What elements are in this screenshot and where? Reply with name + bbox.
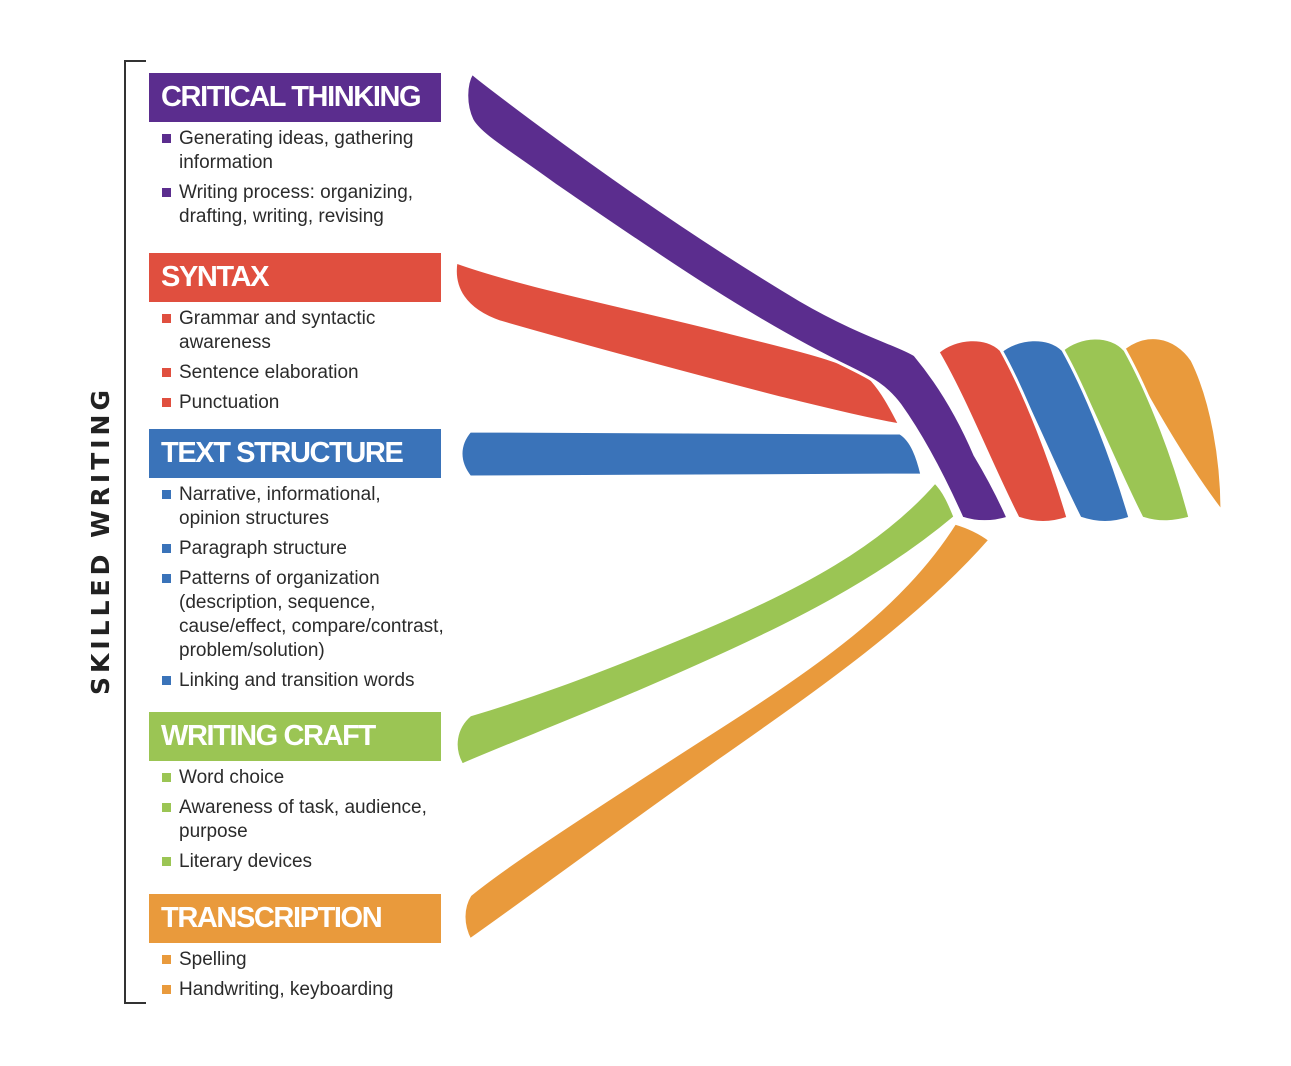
strand-critical-thinking: CRITICAL THINKING Generating ideas, gath… (149, 73, 441, 235)
list-item: Sentence elaboration (149, 361, 441, 385)
list-item: Punctuation (149, 391, 441, 415)
strand-items-syntax: Grammar and syntactic awareness Sentence… (149, 307, 441, 415)
strand-items-writing-craft: Word choice Awareness of task, audience,… (149, 766, 441, 874)
list-item: Handwriting, keyboarding (149, 978, 441, 1002)
bullet-icon (162, 574, 171, 583)
bullet-icon (162, 188, 171, 197)
strand-writing-craft: WRITING CRAFT Word choice Awareness of t… (149, 712, 441, 880)
bullet-icon (162, 773, 171, 782)
bullet-icon (162, 985, 171, 994)
bullet-icon (162, 490, 171, 499)
list-item: Linking and transition words (149, 669, 471, 693)
list-item: Generating ideas, gathering information (149, 127, 429, 175)
rope-braid-blue (998, 338, 1132, 524)
strand-items-text-structure: Narrative, informational, opinion struct… (149, 483, 444, 693)
bullet-icon (162, 314, 171, 323)
rope-strand-purple (465, 71, 1010, 524)
bullet-icon (162, 544, 171, 553)
rope-strand-blue (459, 429, 924, 479)
strand-title-writing-craft: WRITING CRAFT (149, 712, 441, 761)
strand-transcription: TRANSCRIPTION Spelling Handwriting, keyb… (149, 894, 441, 1008)
bullet-icon (162, 676, 171, 685)
strand-title-transcription: TRANSCRIPTION (149, 894, 441, 943)
bullet-icon (162, 368, 171, 377)
strand-syntax: SYNTAX Grammar and syntactic awareness S… (149, 253, 441, 421)
skilled-writing-bracket (124, 60, 146, 1004)
bullet-icon (162, 955, 171, 964)
list-item: Grammar and syntactic awareness (149, 307, 409, 355)
rope-braid-red (936, 338, 1070, 524)
bullet-icon (162, 134, 171, 143)
bullet-icon (162, 803, 171, 812)
bullet-icon (162, 857, 171, 866)
list-item: Word choice (149, 766, 441, 790)
list-item: Narrative, informational, opinion struct… (149, 483, 419, 531)
strand-items-transcription: Spelling Handwriting, keyboarding (149, 948, 441, 1002)
rope-braid-orange (1120, 336, 1224, 514)
list-item: Awareness of task, audience, purpose (149, 796, 449, 844)
list-item: Paragraph structure (149, 537, 441, 561)
bullet-icon (162, 398, 171, 407)
rope-strand-green (454, 480, 957, 767)
rope-strand-red (453, 260, 902, 427)
rope-strand-orange (462, 521, 992, 942)
list-item: Literary devices (149, 850, 441, 874)
list-item: Writing process: organizing, drafting, w… (149, 181, 434, 229)
strand-title-critical-thinking: CRITICAL THINKING (149, 73, 441, 122)
strand-text-structure: TEXT STRUCTURE Narrative, informational,… (149, 429, 444, 699)
list-item: Patterns of organization (description, s… (149, 567, 451, 663)
strand-items-critical-thinking: Generating ideas, gathering information … (149, 127, 441, 229)
rope-braid-green (1060, 336, 1192, 524)
list-item: Spelling (149, 948, 441, 972)
strand-title-text-structure: TEXT STRUCTURE (149, 429, 441, 478)
strand-title-syntax: SYNTAX (149, 253, 441, 302)
